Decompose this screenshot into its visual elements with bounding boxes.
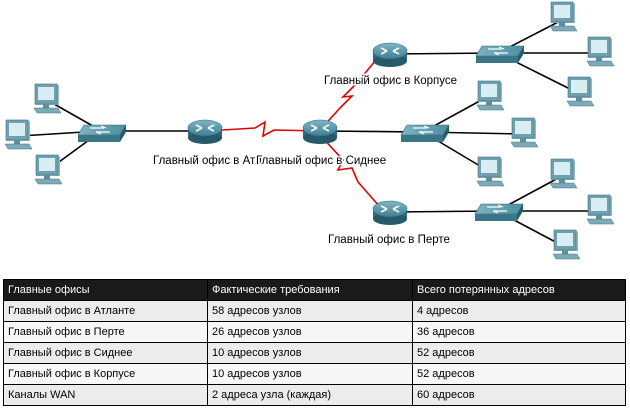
router-perth [372, 200, 408, 226]
wan-link-atlanta-sydney [206, 120, 321, 138]
pc-icon [552, 229, 581, 260]
wan-link-sydney-corpus [319, 59, 377, 131]
router-sydney [302, 119, 338, 145]
pc-icon [549, 158, 578, 189]
table-cell: Главный офис в Атланте [3, 300, 208, 322]
table-cell: 36 адресов [412, 321, 626, 343]
header-offices: Главные офисы [3, 279, 208, 301]
table-cell: Каналы WAN [3, 384, 208, 406]
table-cell: 2 адреса узла (каждая) [207, 384, 413, 406]
pc-icon [4, 119, 33, 150]
pc-icon [586, 36, 615, 67]
pc-icon [476, 80, 505, 111]
pc-icon [34, 154, 63, 185]
table-cell: 52 адресов [412, 363, 626, 385]
wan-links [206, 59, 381, 208]
pc-icon [476, 156, 505, 187]
label-sydney: Главный офис в Сиднее [256, 155, 386, 167]
table-cell: 26 адресов узлов [207, 321, 413, 343]
switch-sydney [400, 124, 450, 143]
label-atlanta: Главный офис в Атланте [153, 155, 286, 167]
table-row: Главный офис в Корпусе 10 адресов узлов … [3, 363, 626, 385]
router-atlanta [187, 119, 223, 145]
table-row: Главный офис в Перте 26 адресов узлов 36… [3, 321, 626, 343]
table-cell: 52 адресов [412, 342, 626, 364]
pc-icon [510, 117, 539, 148]
pc-icon [586, 194, 615, 225]
switch-perth [474, 203, 524, 222]
table-cell: 10 адресов узлов [207, 363, 413, 385]
switch-atlanta [77, 124, 127, 143]
table-row: Каналы WAN 2 адреса узла (каждая) 60 адр… [3, 384, 626, 406]
pc-icon [549, 1, 578, 32]
table-cell: Главный офис в Сиднее [3, 342, 208, 364]
address-table: Главные офисы Фактические требования Все… [3, 279, 626, 406]
network-diagram: Главный офис в Атланте Главный офис в Си… [4, 1, 615, 260]
table-cell: Главный офис в Корпусе [3, 363, 208, 385]
table-row: Главный офис в Атланте 58 адресов узлов … [3, 300, 626, 322]
table-header-row: Главные офисы Фактические требования Все… [3, 279, 626, 301]
label-perth: Главный офис в Перте [328, 234, 450, 246]
header-requirements: Фактические требования [207, 279, 413, 301]
router-corpus [372, 42, 408, 68]
pc-icon [566, 76, 595, 107]
table-cell: 60 адресов [412, 384, 626, 406]
header-lost-addresses: Всего потерянных адресов [412, 279, 626, 301]
wan-link-sydney-perth [319, 134, 381, 208]
switch-corpus [475, 45, 525, 64]
table-cell: 10 адресов узлов [207, 342, 413, 364]
pc-icon [33, 83, 62, 114]
table-cell: Главный офис в Перте [3, 321, 208, 343]
table-cell: 58 адресов узлов [207, 300, 413, 322]
table-row: Главный офис в Сиднее 10 адресов узлов 5… [3, 342, 626, 364]
label-corpus: Главный офис в Корпусе [324, 75, 457, 87]
table-cell: 4 адресов [412, 300, 626, 322]
